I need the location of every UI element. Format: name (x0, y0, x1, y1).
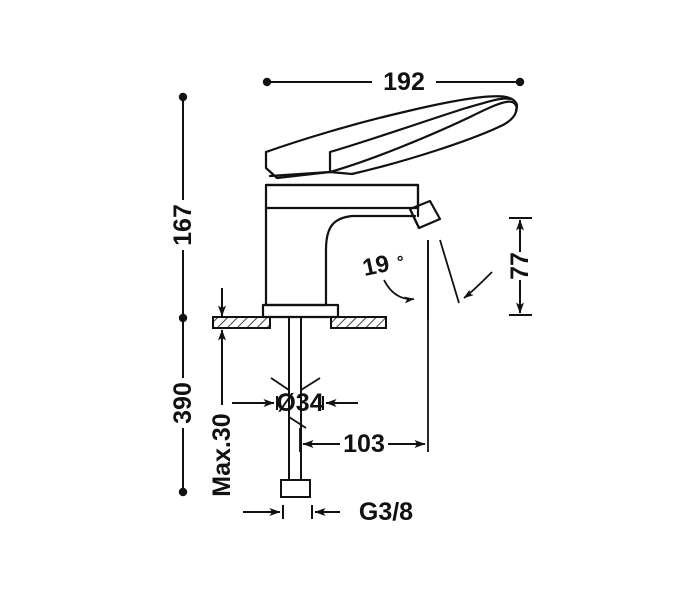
dim-g38-label: G3/8 (359, 498, 413, 526)
angle-inclined-line (439, 239, 460, 304)
dimension-hole-diameter: Ø34 (232, 377, 358, 429)
dim-angle-degree-symbol: ° (396, 252, 407, 272)
countertop-left-hatch (212, 316, 271, 329)
dimension-outlet-height: 77 (506, 217, 534, 316)
spout-nozzle-seat (408, 207, 421, 230)
dim-192-dot-left (262, 77, 272, 87)
angle-leader-curve-right (463, 271, 493, 299)
dim-390-dot-bottom (178, 487, 188, 497)
faucet-outline (261, 95, 519, 319)
dim-192-label: 192 (383, 68, 425, 96)
dim-77-label: 77 (506, 252, 534, 280)
spout-nozzle (408, 199, 442, 230)
angle-leader-curve-left (383, 279, 415, 304)
lever-handle-fold (264, 95, 519, 154)
lever-handle-shape (264, 100, 518, 180)
faucet-body-shape (264, 183, 420, 210)
dimension-spout-angle: 19 ° (360, 239, 493, 320)
dim-103-label: 103 (343, 430, 385, 458)
dimension-heights-left: 167 390 (169, 92, 197, 497)
countertop-section (212, 316, 387, 329)
tail-nut (280, 479, 311, 498)
lever-handle-inner-edge (328, 97, 512, 174)
spout-underside (324, 214, 417, 307)
countertop-right-hatch (330, 316, 387, 329)
dimension-thread-size: G3/8 (243, 498, 413, 526)
dim-d34-leader-right (300, 377, 321, 391)
dim-167-dot-top (178, 92, 188, 102)
dim-max30-label: Max.30 (208, 413, 236, 496)
dim-d34-label: Ø34 (276, 389, 323, 417)
dimension-overall-width: 192 (262, 68, 525, 96)
mounting-shank-and-tail (280, 317, 311, 498)
dim-167-label: 167 (169, 204, 197, 246)
dim-angle-value: 19 (360, 250, 392, 282)
lever-handle-bottom-lip (268, 170, 332, 178)
dimension-max-deck-thickness: Max.30 (208, 288, 236, 497)
dim-390-label: 390 (169, 382, 197, 424)
base-flange (261, 303, 340, 319)
dim-192-dot-right (515, 77, 525, 87)
dim-d34-leader-lower (288, 416, 307, 429)
dimension-spout-reach: 103 (299, 240, 429, 458)
dim-d34-leader-left (270, 377, 290, 391)
